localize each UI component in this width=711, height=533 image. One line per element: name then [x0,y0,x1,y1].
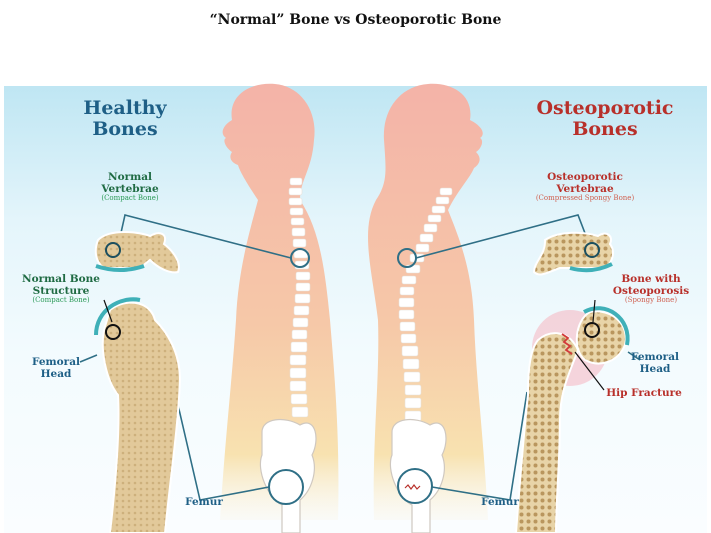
osteo-femoral-line1: Femoral [631,351,679,363]
osteoporotic-vertebrae-label: Osteoporotic Vertebrae (Compressed Spong… [530,171,640,203]
osteo-femoral-head-label: Femoral Head [628,351,682,375]
page-title: “Normal” Bone vs Osteoporotic Bone [209,12,502,28]
healthy-heading-line1: Healthy [83,97,167,119]
normal-bone-structure-label: Normal Bone Structure (Compact Bone) [18,273,104,305]
osteo-femoral-line2: Head [639,362,671,375]
osteo-structure-line2: Osteoporosis [612,284,690,297]
osteoporotic-vertebra [532,231,614,276]
osteo-heading-line1: Osteoporotic [536,97,674,119]
healthy-femoral-line1: Femoral [32,356,80,368]
healthy-femoral-head-label: Femoral Head [30,356,82,380]
osteoporotic-body-silhouette [368,83,488,520]
healthy-femur [79,297,182,533]
osteo-structure-line1: Bone with [621,273,681,285]
healthy-femoral-line2: Head [40,367,72,380]
healthy-body-silhouette [220,83,339,520]
bone-with-osteoporosis-label: Bone with Osteoporosis (Spongy Bone) [606,273,696,305]
normal-structure-sub: (Compact Bone) [32,296,90,305]
osteo-femur-label: Femur [481,496,519,508]
osteoporotic-femur [514,299,641,533]
osteo-vertebrae-line1: Osteoporotic [547,171,623,183]
osteoporotic-bones-heading: Osteoporotic Bones [530,98,680,140]
osteo-structure-sub: (Spongy Bone) [624,296,678,305]
osteo-vertebrae-line2: Vertebrae [556,182,614,195]
normal-vertebrae-sub: (Compact Bone) [101,194,159,203]
normal-vertebrae-line1: Normal [107,171,153,183]
osteo-heading-line2: Bones [572,117,638,140]
normal-vertebrae-line2: Vertebrae [101,182,159,195]
healthy-heading-line2: Bones [92,117,158,140]
normal-vertebrae-label: Normal Vertebrae (Compact Bone) [90,171,170,203]
healthy-femur-label: Femur [185,496,223,508]
hip-fracture-label: Hip Fracture [606,387,682,399]
healthy-bones-heading: Healthy Bones [70,98,180,140]
normal-structure-line1: Normal Bone [22,273,100,285]
healthy-spine [288,177,311,418]
osteo-vertebrae-sub: (Compressed Spongy Bone) [535,194,635,203]
normal-structure-line2: Structure [32,284,90,297]
healthy-vertebra [94,231,180,274]
